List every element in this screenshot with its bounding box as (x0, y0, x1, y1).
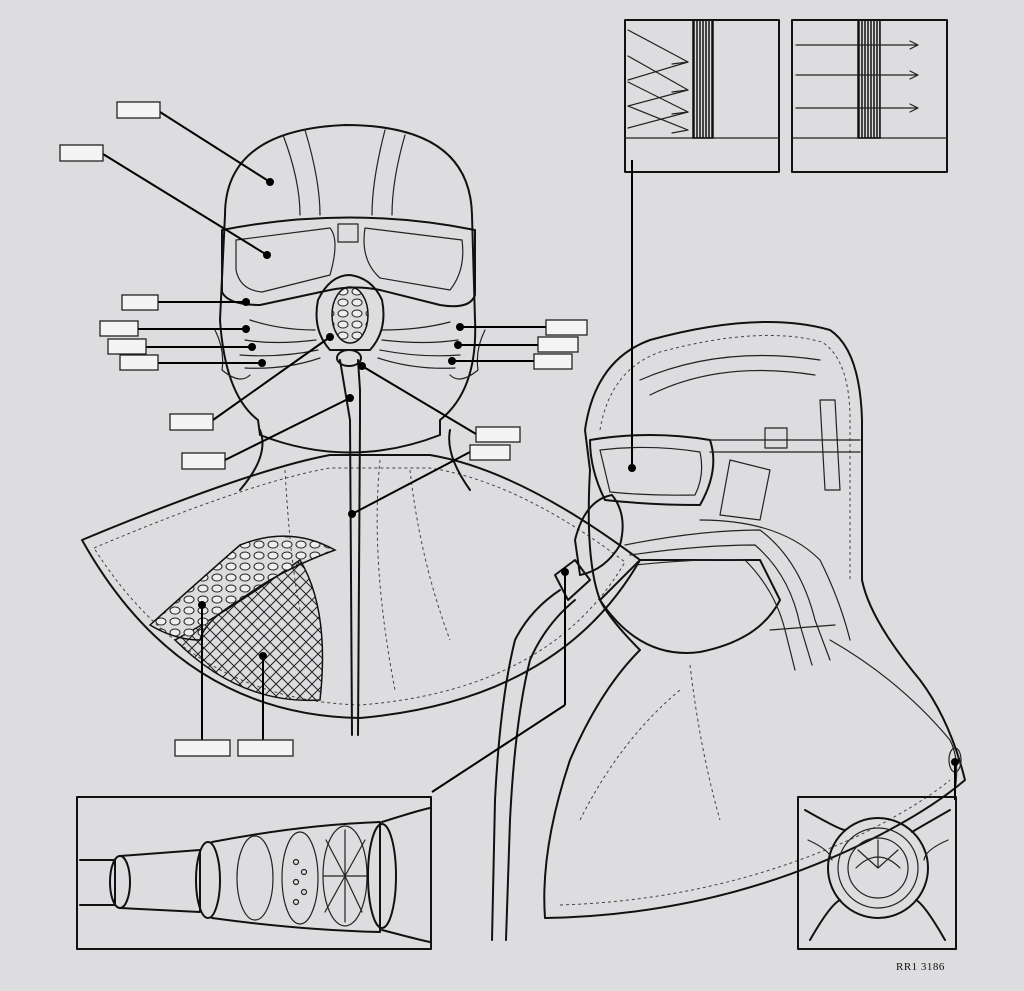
label-box-left-3 (107, 338, 147, 355)
label-box-mesh-layer (237, 739, 294, 757)
side-hood-outline (543, 321, 966, 919)
front-goggles-left-lens (235, 227, 336, 293)
inset-filter-nozzle (76, 796, 432, 950)
side-face-piece (599, 558, 781, 654)
label-box-left-1 (121, 294, 159, 311)
front-hose-right (377, 321, 461, 369)
label-box-tube (469, 444, 511, 461)
front-view-callouts (59, 101, 588, 757)
label-box-perforated-layer (174, 739, 231, 757)
front-microphone-tube (339, 359, 361, 736)
side-oral-nasal-mask (574, 494, 624, 576)
side-hose-main (491, 589, 576, 941)
side-mask-nozzle (554, 559, 591, 601)
front-hose-left (239, 319, 321, 369)
front-cape (81, 454, 641, 719)
front-oral-nasal-mask (315, 274, 385, 351)
front-view-hood (81, 124, 641, 736)
label-box-valve (475, 426, 521, 443)
front-goggles-right-lens (363, 227, 464, 291)
label-box-left-2 (99, 320, 139, 337)
label-box-mask (169, 413, 214, 431)
inset-earpiece (797, 796, 957, 950)
side-view-callouts (431, 160, 959, 800)
inset-reflective-layer (624, 19, 780, 173)
side-goggles (589, 434, 715, 506)
label-box-right-1 (545, 319, 588, 336)
cutaway-mesh-layer (173, 558, 324, 702)
label-box-right-2 (537, 336, 579, 353)
label-box-hood-top (116, 101, 161, 119)
inset-insulation-layer (791, 19, 948, 173)
label-box-right-3 (533, 353, 573, 370)
label-box-goggles (59, 144, 104, 162)
side-view-hood (491, 321, 966, 941)
label-box-microphone (181, 452, 226, 470)
cutaway-perforated-layer (148, 535, 337, 641)
side-hoses (624, 519, 851, 671)
label-box-left-4 (119, 354, 159, 371)
figure-reference-number: RR1 3186 (896, 961, 945, 973)
front-head (219, 124, 477, 454)
front-goggles-frame (221, 216, 476, 308)
